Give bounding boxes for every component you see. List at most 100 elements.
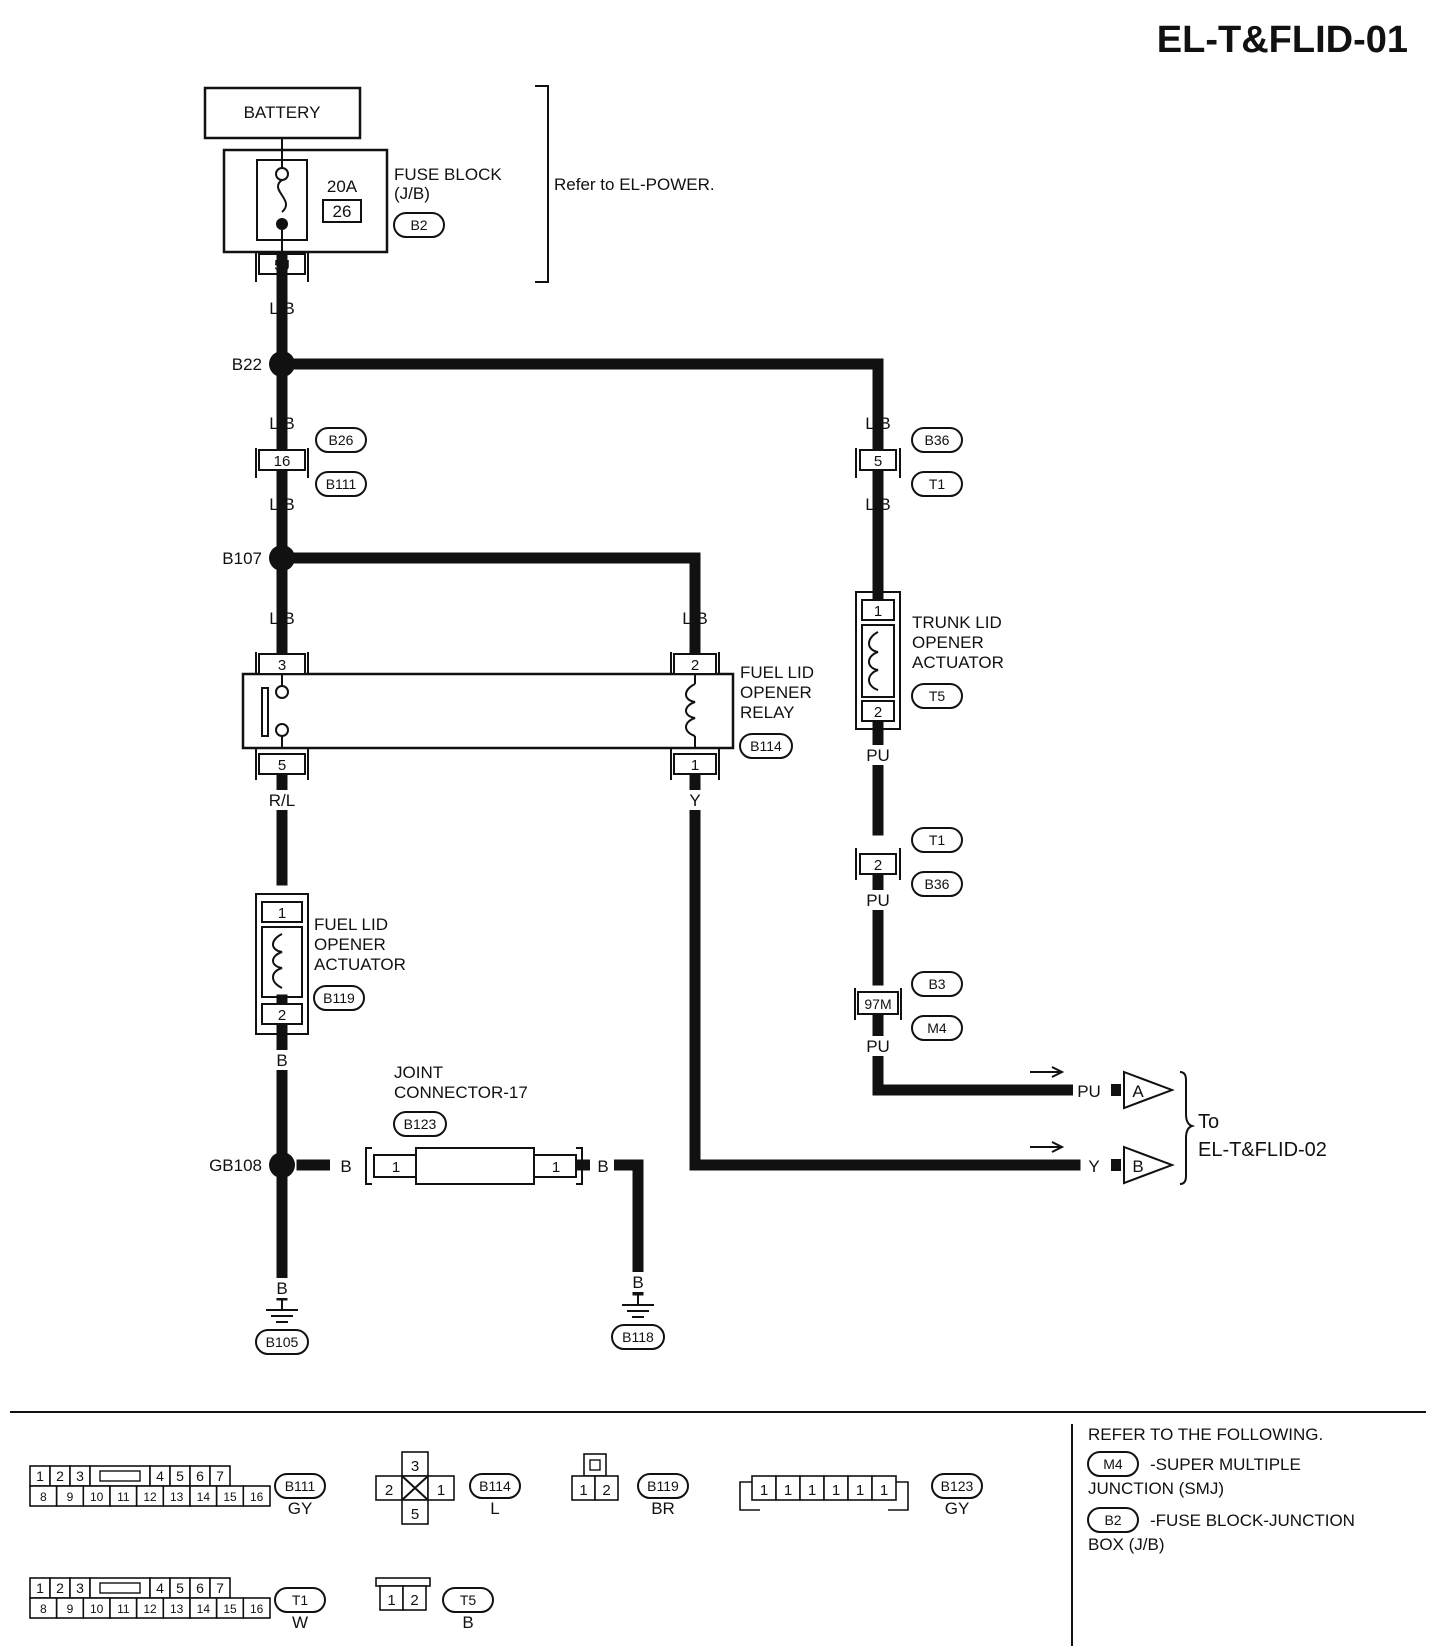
fuse-block-label: FUSE BLOCK (394, 165, 502, 184)
connector-pin: 1 (387, 1592, 395, 1609)
ground-b105: B105 (255, 1300, 309, 1355)
splice-b22 (269, 351, 295, 377)
svg-text:To: To (1198, 1111, 1219, 1133)
connector-pin: 1 (760, 1482, 768, 1499)
svg-text:B: B (1132, 1157, 1143, 1176)
page-title: EL-T&FLID-01 (1157, 19, 1408, 61)
connector-pin: 8 (40, 1602, 47, 1616)
wire-label: B (340, 1157, 351, 1176)
connector-97m: 97M B3 M4 (854, 971, 963, 1041)
connector-pin: 13 (170, 1602, 184, 1616)
connection-arrows: A B To EL-T&FLID-02 (1030, 1066, 1327, 1185)
svg-text:16: 16 (274, 453, 291, 470)
wire-label: B (632, 1273, 643, 1292)
svg-text:FUEL LID: FUEL LID (314, 915, 388, 934)
svg-text:ACTUATOR: ACTUATOR (912, 653, 1004, 672)
fuse-block-id: B2 (410, 217, 427, 233)
fuel-lid-opener-relay: 3 5 2 1 FUEL LID OPENER RELAY B114 (241, 652, 814, 780)
connector-color: GY (288, 1499, 313, 1518)
svg-text:RELAY: RELAY (740, 703, 795, 722)
connector-pin: 15 (223, 1490, 237, 1504)
connector-pin: 8 (40, 1490, 47, 1504)
svg-text:OPENER: OPENER (912, 633, 984, 652)
connector-pin: 3 (76, 1580, 84, 1596)
svg-text:T5: T5 (929, 688, 946, 704)
wire-label: B (597, 1157, 608, 1176)
splice-b107 (269, 545, 295, 571)
fuse-block (222, 148, 389, 254)
connector-pin: 1 (36, 1580, 44, 1596)
fuse-number: 26 (333, 202, 352, 221)
svg-text:JUNCTION (SMJ): JUNCTION (SMJ) (1088, 1479, 1224, 1498)
fuse-pin-connector: 5J (255, 252, 309, 282)
connector-5: 5 B36 T1 (855, 427, 963, 497)
connector-pin: 6 (196, 1468, 204, 1484)
connector-pin: 11 (117, 1602, 130, 1616)
wire-label: PU (866, 1037, 890, 1056)
svg-text:5: 5 (874, 453, 882, 470)
ground-b118: B118 (611, 1295, 665, 1350)
connector-pin: 7 (216, 1468, 224, 1484)
connector-pin: 3 (411, 1458, 419, 1475)
wire-label: L/B (269, 299, 295, 318)
svg-text:B26: B26 (329, 432, 354, 448)
wire-label: L/B (682, 609, 708, 628)
splice-gb108 (269, 1152, 295, 1178)
connector-pin: 5 (176, 1580, 184, 1596)
svg-text:B105: B105 (266, 1334, 299, 1350)
battery (203, 86, 362, 140)
connector-pin: 2 (410, 1592, 418, 1609)
svg-text:A: A (1132, 1082, 1144, 1101)
wire-label: B (276, 1279, 287, 1298)
connector-pin: 2 (56, 1580, 64, 1596)
connector-pin: 6 (196, 1580, 204, 1596)
svg-text:B36: B36 (925, 432, 950, 448)
svg-text:2: 2 (874, 857, 882, 874)
connector-pin: 1 (36, 1468, 44, 1484)
connector-pin: 9 (67, 1602, 74, 1616)
splice-label: GB108 (209, 1156, 262, 1175)
connector-2: 2 T1 B36 (855, 827, 963, 897)
connector-pin: 16 (250, 1490, 264, 1504)
wire-label: L/B (865, 495, 891, 514)
connector-pin: 9 (67, 1490, 74, 1504)
svg-text:B123: B123 (404, 1116, 437, 1132)
wire-label: Y (1088, 1157, 1099, 1176)
svg-text:2: 2 (874, 704, 882, 721)
svg-text:3: 3 (278, 657, 286, 674)
splice-label: B107 (222, 549, 262, 568)
wire-label: PU (1077, 1082, 1101, 1101)
svg-text:-FUSE BLOCK-JUNCTION: -FUSE BLOCK-JUNCTION (1150, 1511, 1355, 1530)
wire-label: B (276, 1051, 287, 1070)
svg-text:B119: B119 (323, 990, 355, 1006)
connector-pin: 1 (856, 1482, 864, 1499)
connector-pin: 1 (808, 1482, 816, 1499)
connector-pin: 13 (170, 1490, 184, 1504)
connector-pin: 16 (250, 1602, 264, 1616)
connector-id: B114 (479, 1478, 511, 1494)
wire-label: L/B (269, 609, 295, 628)
svg-text:B3: B3 (928, 976, 945, 992)
svg-text:CONNECTOR-17: CONNECTOR-17 (394, 1083, 528, 1102)
wire-label: L/B (269, 495, 295, 514)
svg-text:1: 1 (691, 757, 699, 774)
svg-text:T1: T1 (929, 832, 946, 848)
connector-id: T5 (460, 1592, 477, 1608)
refer-power: Refer to EL-POWER. (554, 175, 715, 194)
wire-label: PU (866, 746, 890, 765)
connector-id: T1 (292, 1592, 309, 1608)
wire-label: L/B (269, 414, 295, 433)
svg-text:FUEL LID: FUEL LID (740, 663, 814, 682)
svg-text:REFER TO THE FOLLOWING.: REFER TO THE FOLLOWING. (1088, 1425, 1323, 1444)
connector-pin: 5 (176, 1468, 184, 1484)
svg-text:TRUNK LID: TRUNK LID (912, 613, 1002, 632)
connector-id: B119 (647, 1478, 679, 1494)
connector-pin: 4 (156, 1580, 164, 1596)
svg-text:ACTUATOR: ACTUATOR (314, 955, 406, 974)
svg-text:2: 2 (278, 1007, 286, 1024)
svg-text:M4: M4 (927, 1020, 947, 1036)
wire-label: R/L (269, 791, 295, 810)
connector-pin: 3 (76, 1468, 84, 1484)
